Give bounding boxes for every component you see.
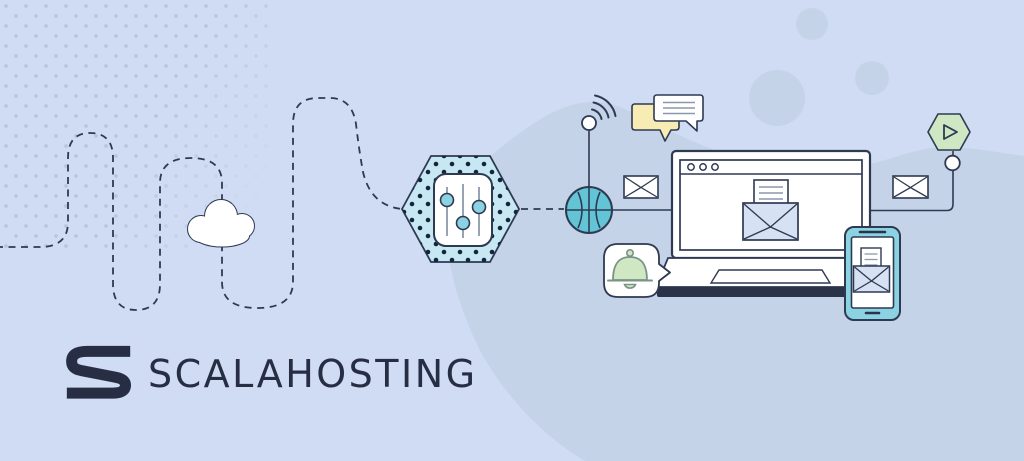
notification-bell-icon <box>603 243 671 298</box>
laptop-trackpad-notch <box>709 269 832 284</box>
globe-node <box>565 94 673 234</box>
envelope-icon-right <box>892 175 929 199</box>
cloud-icon <box>187 199 255 248</box>
node-circle <box>944 154 961 172</box>
scalahosting-logo-mark <box>66 345 131 399</box>
video-node <box>868 113 971 212</box>
wifi-icon <box>591 94 617 120</box>
dashed-path <box>0 97 564 311</box>
node-circle <box>581 115 597 131</box>
laptop-bottom-bar <box>657 287 847 297</box>
envelope-icon-left <box>623 175 659 199</box>
phone-email-icon <box>844 226 901 321</box>
background-circle <box>855 61 889 95</box>
browser-email-icon <box>742 179 799 241</box>
play-video-hexagon-icon <box>927 113 971 151</box>
chat-bubbles-icon <box>631 94 704 142</box>
play-icon <box>943 124 958 140</box>
slider-knobs <box>439 192 487 231</box>
equalizer-hexagon-icon <box>400 155 521 263</box>
background-circle <box>796 8 828 40</box>
scalahosting-logo: SCALAHOSTING <box>63 344 478 400</box>
background-circle <box>749 70 805 126</box>
scalahosting-logo-text: SCALAHOSTING <box>148 352 478 396</box>
browser-dots <box>687 163 719 171</box>
